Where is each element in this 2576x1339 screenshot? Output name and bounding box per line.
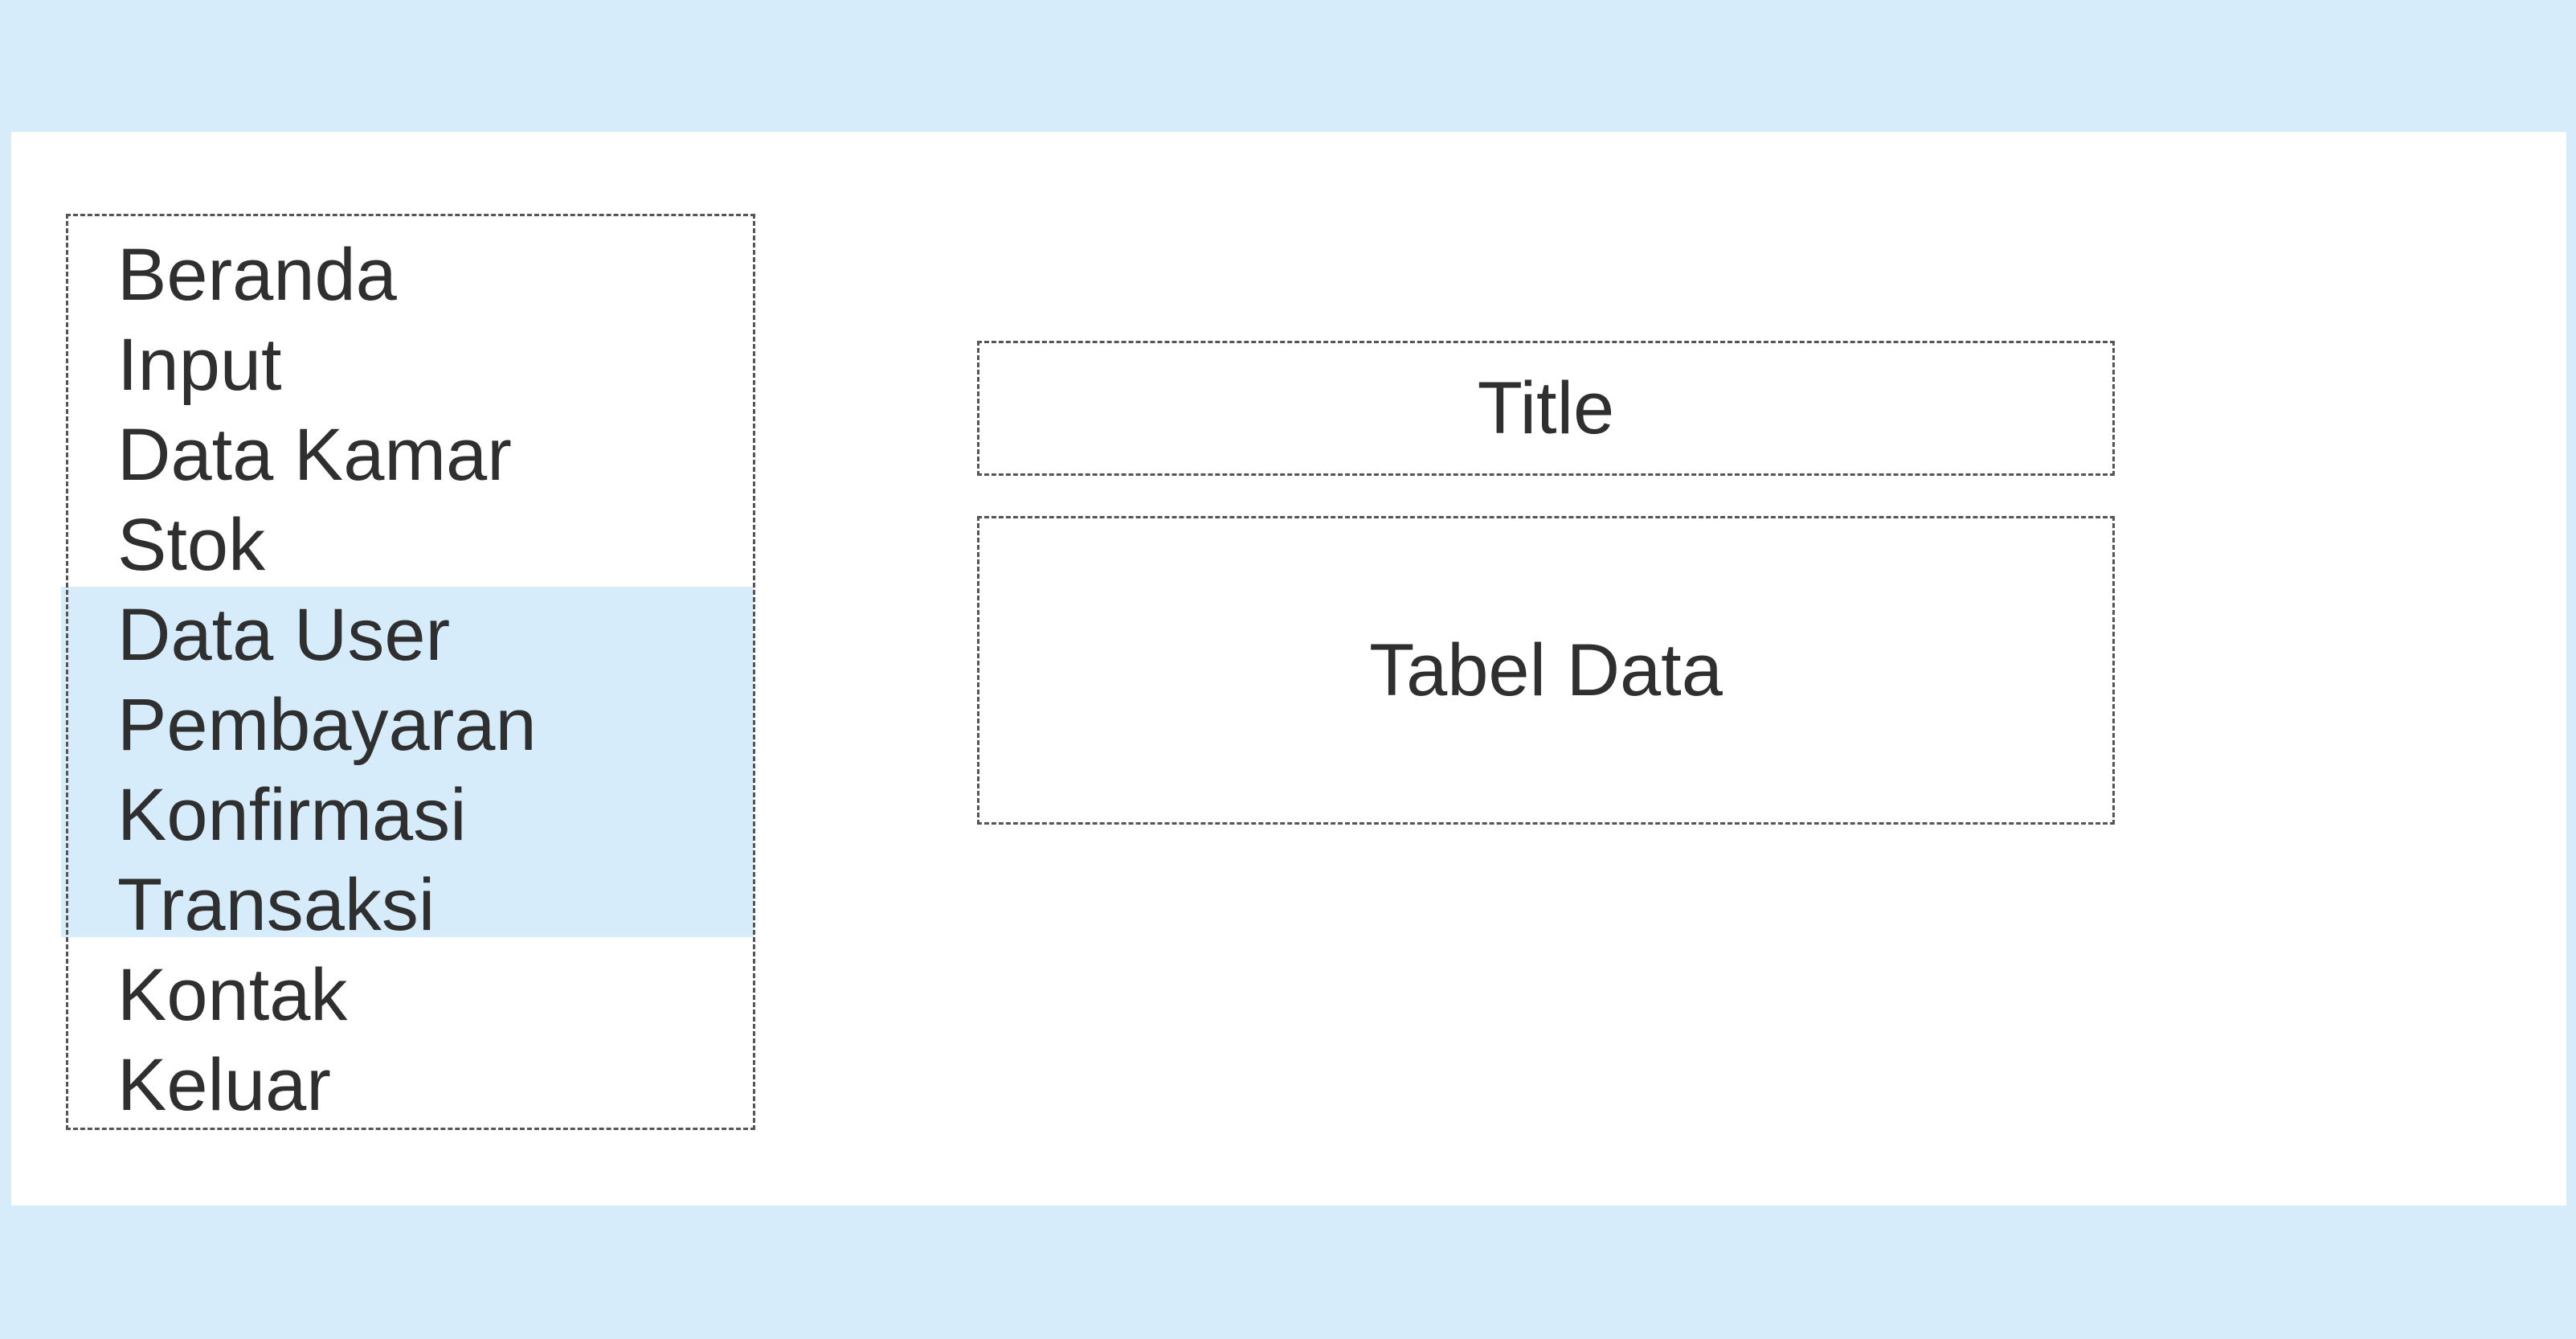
sidebar-item-data-kamar[interactable]: Data Kamar (117, 414, 512, 496)
sidebar-item-input[interactable]: Input (117, 324, 282, 406)
sidebar-item-kontak[interactable]: Kontak (117, 954, 348, 1036)
sidebar-item-beranda[interactable]: Beranda (117, 234, 397, 316)
page-title: Title (977, 341, 2115, 476)
sidebar-item-pembayaran[interactable]: Pembayaran (117, 684, 537, 766)
data-table-label: Tabel Data (1369, 629, 1723, 711)
sidebar-item-transaksi[interactable]: Transaksi (117, 864, 435, 946)
sidebar-item-data-user[interactable]: Data User (117, 594, 451, 676)
sidebar-menu: Beranda Input Data Kamar Stok Data User … (117, 230, 537, 1130)
page-title-text: Title (1477, 366, 1615, 449)
sidebar-highlight-group (61, 587, 754, 937)
sidebar-item-konfirmasi[interactable]: Konfirmasi (117, 774, 467, 856)
data-table-placeholder: Tabel Data (977, 516, 2115, 825)
sidebar-item-stok[interactable]: Stok (117, 504, 266, 586)
sidebar-item-keluar[interactable]: Keluar (117, 1044, 331, 1126)
sidebar-nav (66, 214, 755, 1130)
